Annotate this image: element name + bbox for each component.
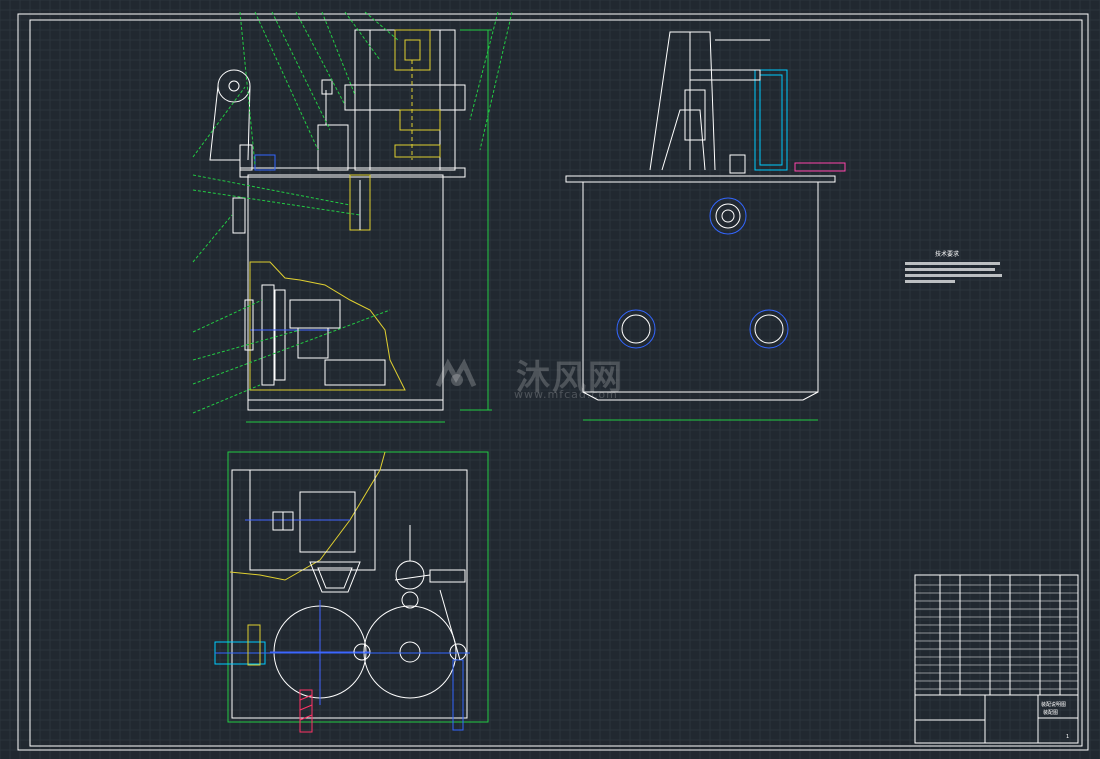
front-body [247,174,444,401]
plan-boundary [227,451,489,723]
side-lower-left-hole [616,309,656,349]
front-view-leaders [192,11,513,414]
side-lower-right-hole [749,309,789,349]
sheet-number: 1 [1066,734,1069,740]
plan-section-outline [229,451,386,581]
title-block [914,574,1079,744]
drawing-name-2: 装配图 [1043,709,1058,716]
front-pulley [217,69,251,103]
plan-gear-right [363,605,457,699]
plan-view [214,451,489,733]
technical-notes: 技术要求 [905,250,1002,283]
side-view [565,31,846,421]
front-table-plate [239,167,466,178]
front-base-foot [247,400,444,411]
sheet-inner-border [29,19,1083,747]
title-block-text: 装配说明图 装配图 1 [1041,701,1069,740]
title-block-rows [915,584,1078,690]
front-view [209,29,492,423]
front-section-outline [249,261,406,391]
plan-top-ball [395,560,425,590]
sheet-outer-border [17,13,1089,751]
side-body [582,181,819,393]
notes-title: 技术要求 [935,250,959,258]
side-upper-hole [709,197,747,235]
drawing-name-1: 装配说明图 [1041,701,1066,708]
